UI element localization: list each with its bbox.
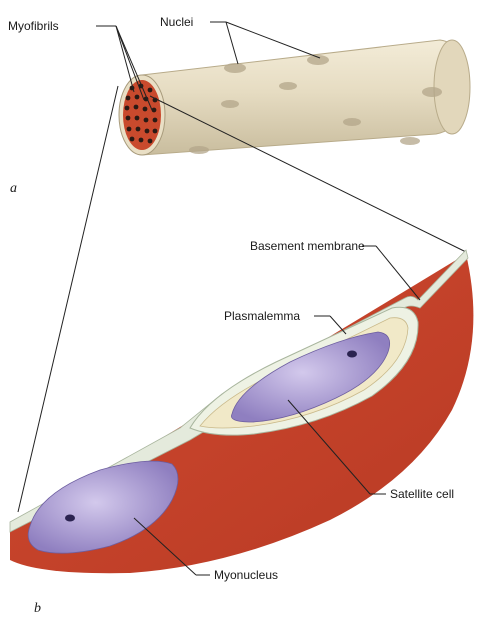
label-satellite-cell: Satellite cell [390,487,454,501]
fiber-nucleus [224,63,246,73]
fiber-nucleus [400,137,420,145]
label-myonucleus: Myonucleus [214,568,278,582]
fiber-nucleus [422,87,442,97]
muscle-fiber-cylinder [119,40,470,155]
label-myofibrils: Myofibrils [8,19,59,33]
enlarged-fiber-section [10,250,473,573]
label-plasmalemma: Plasmalemma [224,309,300,323]
panel-label-a: a [10,181,17,196]
myonucleus-nucleolus [65,515,75,522]
fiber-nucleus [221,100,239,108]
fiber-nucleus [189,146,209,154]
label-nuclei: Nuclei [160,15,193,29]
fiber-nucleus [307,55,329,65]
panel-label-b: b [34,601,41,616]
fiber-nucleus [279,82,297,90]
fiber-nucleus [343,118,361,126]
satellite-nucleolus [347,351,357,358]
label-basement-membrane: Basement membrane [250,239,365,253]
